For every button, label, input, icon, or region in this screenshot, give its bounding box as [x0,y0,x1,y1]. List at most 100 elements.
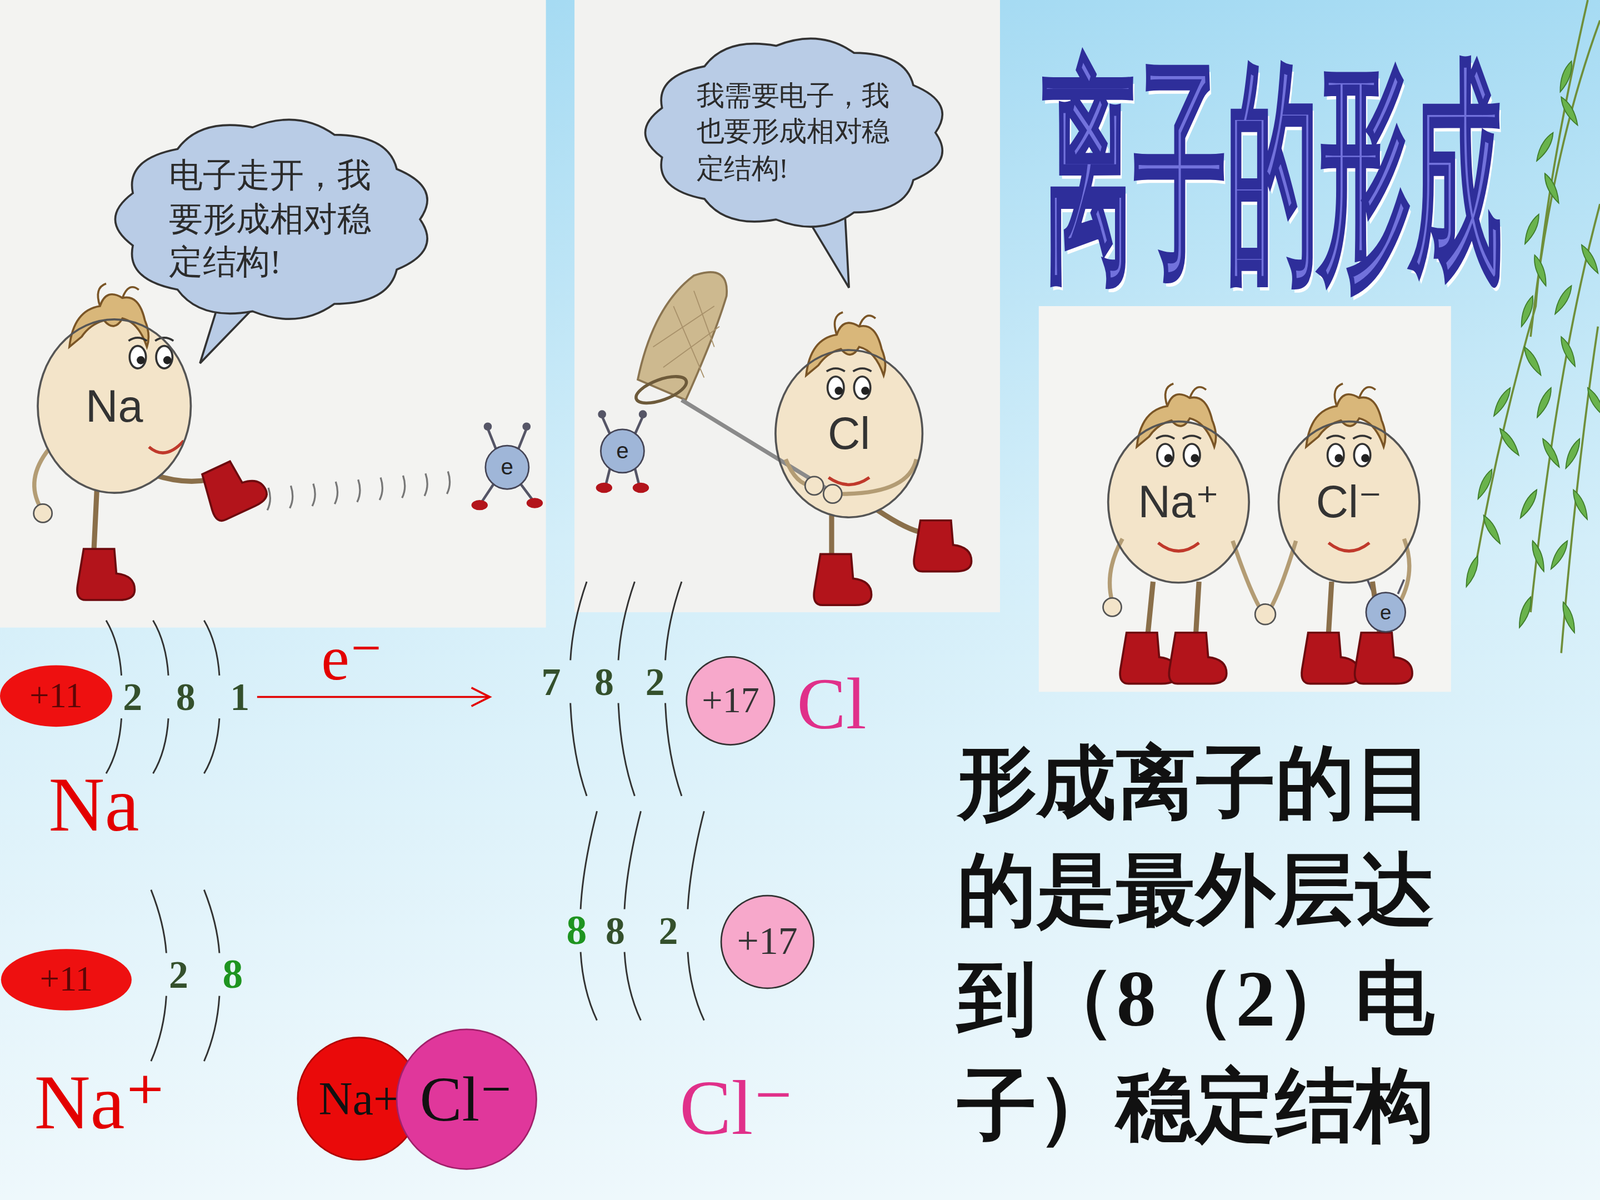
ion-pair-characters [1158,542,1370,552]
willow-branches [1578,243,1600,275]
electron-limbs [481,428,533,502]
nucleus: +11 [0,665,113,727]
willow-branches [1533,386,1554,419]
electron-shell-arcs [153,620,169,774]
willow-branches [1521,345,1545,377]
electron-ball: e [600,428,645,474]
ion-symbol: Cl⁻ [679,1068,794,1147]
electron-symbol: e [616,438,629,464]
speech-bubble-outline [115,119,428,319]
ion-pair-characters [1306,383,1386,448]
nuclear-charge: +11 [40,960,93,999]
nucleus: +17 [686,656,776,746]
element-symbol: Cl [827,408,870,459]
atom-character-outline [775,350,923,518]
chlorine-character [913,520,972,572]
ion-pair-characters [1103,383,1420,684]
chlorine-character [826,368,872,399]
cartoon-panel [574,0,1000,613]
atom-character-outline [37,319,192,493]
atom-character: Na [36,318,192,494]
chlorine-character [813,553,872,605]
shell-electron-count: 2 [122,677,143,717]
sodium-character [33,503,53,523]
element-symbol: Na [48,765,140,844]
shell-electron-count: 8 [176,677,196,717]
ion-character: Cl⁻ [1277,420,1421,584]
willow-branches [1475,467,1495,501]
willow-branches [1462,555,1481,589]
ion-pair-characters [1108,421,1249,583]
electron-limbs [522,422,531,431]
electron-shell-arcs [665,581,682,797]
motion-marks [267,471,450,511]
chlorine-character [806,312,886,376]
speech-text: 电子走开，我要形成相对稳定结构! [168,153,379,285]
willow-branches [1517,487,1540,520]
willow-branches [1552,283,1575,316]
motion-marks [267,471,450,511]
chlorine-character [637,272,727,400]
ion-pair-characters [1147,581,1380,633]
chlorine-character [681,400,829,490]
shell-electron-count: 8 [594,662,614,702]
electron-transfer-arrow [471,687,490,707]
willow-branches [1558,95,1582,127]
willow-branches [1521,212,1542,246]
chlorine-character [805,476,824,495]
chlorine-character [653,290,720,378]
willow-branches [1584,386,1600,418]
electron-ball-outline [600,429,644,473]
electron-ball-outline [485,445,529,489]
speech-text: 我需要电子，我也要形成相对稳定结构! [696,78,896,187]
electron-limbs [471,410,1405,594]
electron-symbol: e [501,455,514,480]
willow-branches [1560,600,1578,634]
shell-electron-count: 8 [605,911,625,950]
willow-branches [1497,426,1522,458]
willow-branches [1556,60,1575,94]
shell-electron-count: 2 [645,662,665,702]
electron-shell-arcs [618,581,635,797]
ion-pair-characters [1326,435,1372,467]
chlorine-character [775,350,923,518]
electron-limbs [471,500,488,510]
willow-branches [1518,294,1537,328]
electron-shell-arcs [203,890,220,1062]
willow-branches [1531,253,1549,288]
ion-pair-characters [1301,632,1359,684]
electron-shell-arcs [203,620,220,774]
cartoon-panel [1038,306,1452,692]
willow-branches [1557,335,1578,368]
willow-branches [1533,131,1557,163]
electron-symbol: e [1380,601,1392,624]
ion-circle: Cl⁻ [395,1028,537,1170]
willow-branches [1490,386,1514,418]
willow-branches [1540,437,1563,469]
ion-pair-characters [1136,383,1217,448]
ion-symbol: Cl⁻ [1316,477,1383,527]
willow-branches [1516,595,1534,629]
electron-shell-arcs [624,811,641,1021]
ion-symbol: Na⁺ [34,1063,166,1142]
electron-ball-outline [1366,592,1406,633]
nuclear-charge: +17 [701,680,759,722]
ion-character-outline [1108,421,1249,583]
electron-limbs [483,422,493,431]
electron-limbs [526,497,543,508]
sodium-character [148,440,184,453]
willow-branches [1529,539,1548,573]
ion-symbol: Na⁺ [1137,477,1219,527]
electron-transfer-arrow [257,696,488,699]
ion-pair-characters [1110,538,1410,611]
nucleus-outline [0,665,113,727]
speech-bubble: 电子走开，我要形成相对稳定结构! [103,111,444,328]
electron-transfer-arrow [257,687,490,707]
willow-branches [1562,437,1583,470]
nucleus-outline [1,948,132,1011]
ion-character: Na⁺ [1107,420,1250,584]
slide-title: 离子的形成 [1042,56,1503,291]
nucleus-outline [721,895,814,989]
willow-branches [1547,538,1571,571]
